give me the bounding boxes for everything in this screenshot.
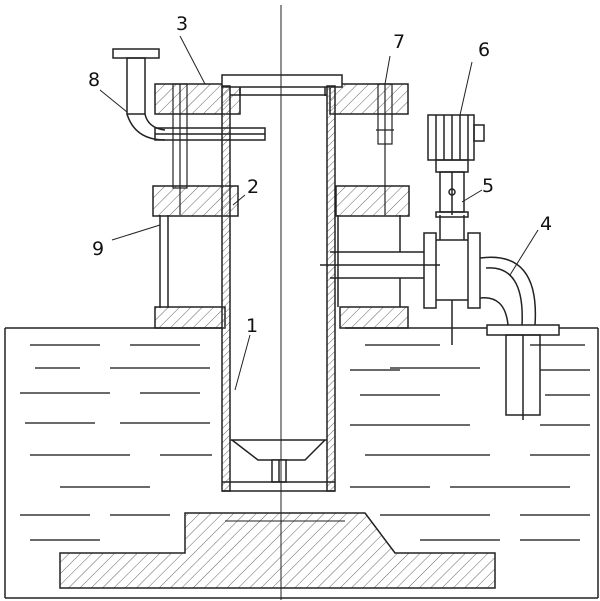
label-7: 7 bbox=[393, 31, 405, 53]
leader-lines bbox=[99, 35, 539, 391]
central-pipe bbox=[221, 85, 336, 492]
motor-assembly bbox=[427, 114, 485, 218]
label-6: 6 bbox=[478, 39, 490, 61]
outlet-pipe-4 bbox=[320, 215, 560, 420]
label-2: 2 bbox=[247, 176, 259, 198]
water-lines bbox=[20, 344, 590, 541]
label-3: 3 bbox=[176, 13, 188, 35]
bolts bbox=[172, 83, 394, 215]
label-5: 5 bbox=[482, 175, 494, 197]
label-9: 9 bbox=[92, 238, 104, 260]
base-block bbox=[59, 512, 496, 589]
pipe-8 bbox=[112, 48, 266, 141]
label-1: 1 bbox=[246, 315, 258, 337]
label-8: 8 bbox=[88, 69, 100, 91]
right-column bbox=[335, 185, 410, 329]
label-4: 4 bbox=[540, 213, 552, 235]
